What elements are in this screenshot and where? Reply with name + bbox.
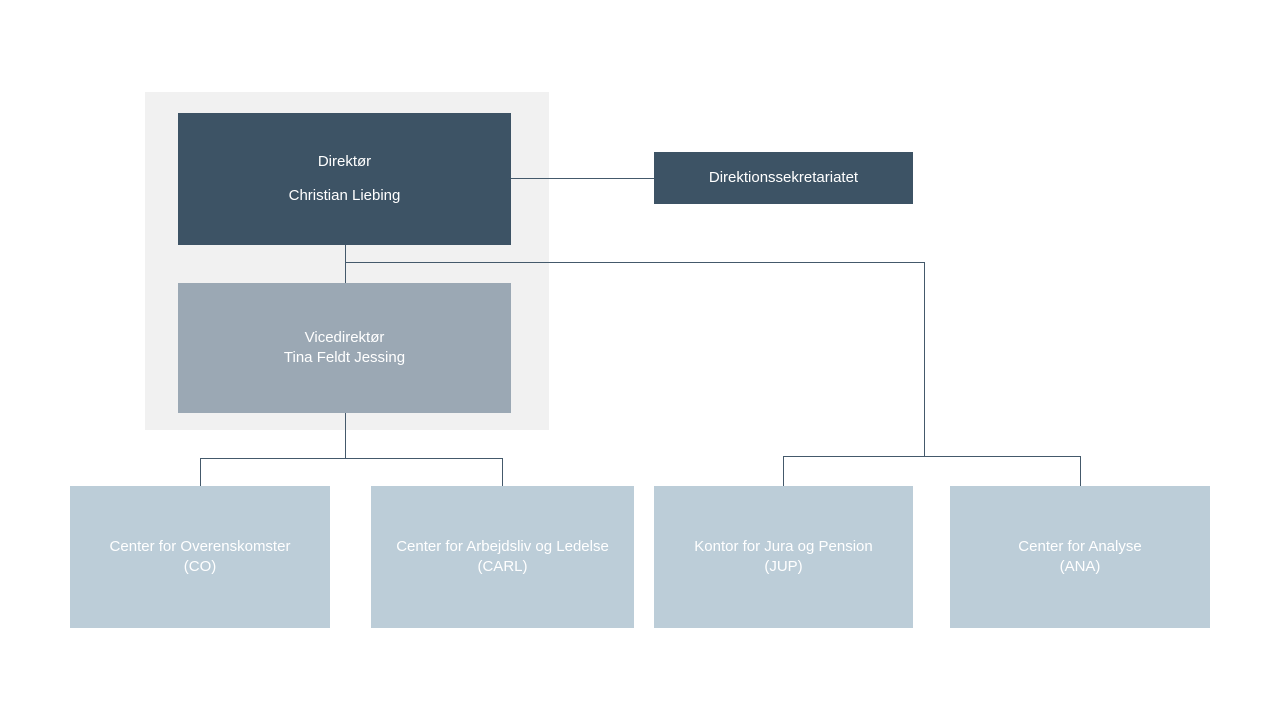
connector-drop-jup <box>783 456 784 486</box>
vice-director-role: Vicedirektør <box>304 329 385 347</box>
connector-drop-carl <box>502 458 503 486</box>
node-department-jup[interactable]: Kontor for Jura og Pension (JUP) <box>654 486 913 628</box>
node-secretariat[interactable]: Direktionssekretariatet <box>654 152 913 204</box>
department-abbreviation: (CARL) <box>477 558 528 575</box>
node-director[interactable]: Direktør Christian Liebing <box>178 113 511 245</box>
department-abbreviation: (ANA) <box>1059 558 1101 575</box>
vice-director-name: Tina Feldt Jessing <box>283 349 406 366</box>
connector-director-stem <box>345 245 346 283</box>
department-abbreviation: (CO) <box>183 558 217 575</box>
node-department-co[interactable]: Center for Overenskomster (CO) <box>70 486 330 628</box>
department-abbreviation: (JUP) <box>764 558 803 575</box>
department-name: Kontor for Jura og Pension <box>694 538 873 556</box>
connector-vicedirector-stem <box>345 413 346 458</box>
connector-left-bus <box>200 458 502 459</box>
node-vice-director[interactable]: Vicedirektør Tina Feldt Jessing <box>178 283 511 413</box>
node-department-carl[interactable]: Center for Arbejdsliv og Ledelse (CARL) <box>371 486 634 628</box>
node-department-ana[interactable]: Center for Analyse (ANA) <box>950 486 1210 628</box>
department-name: Center for Analyse <box>1018 538 1142 556</box>
director-role: Direktør <box>317 153 372 171</box>
connector-right-bus <box>783 456 1081 457</box>
connector-director-to-secretariat <box>511 178 654 179</box>
department-name: Center for Overenskomster <box>109 538 291 556</box>
director-name: Christian Liebing <box>288 187 401 204</box>
connector-director-right-branch <box>345 262 925 263</box>
secretariat-label: Direktionssekretariatet <box>708 169 859 187</box>
connector-right-branch-drop <box>924 262 925 456</box>
department-name: Center for Arbejdsliv og Ledelse <box>396 538 609 556</box>
connector-drop-co <box>200 458 201 486</box>
connector-drop-ana <box>1080 456 1081 486</box>
